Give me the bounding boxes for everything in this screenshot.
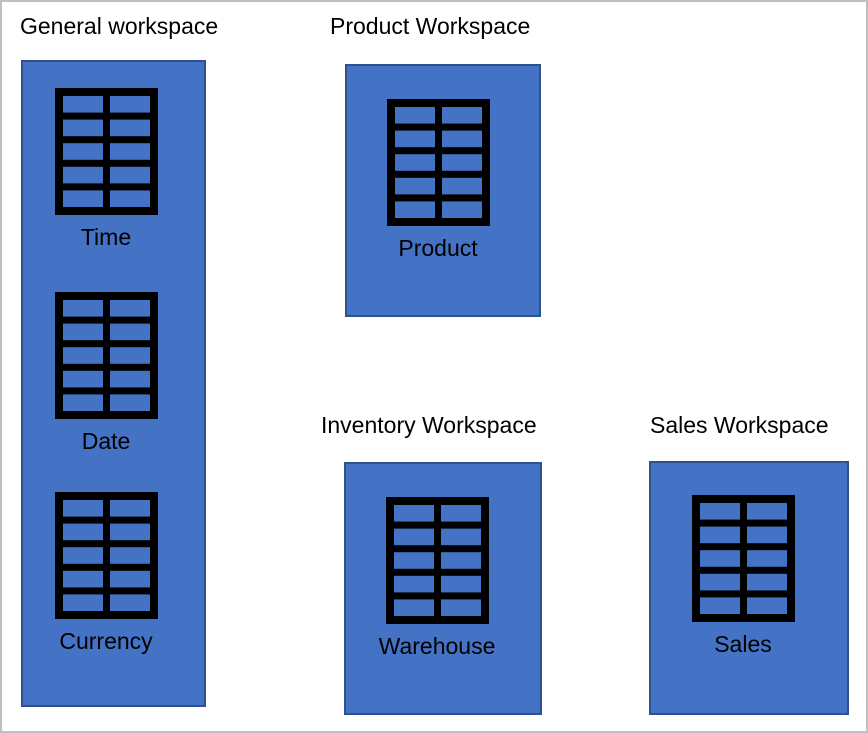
table-item-product: Product (353, 99, 523, 261)
table-icon (691, 495, 795, 622)
workspace-title-sales: Sales Workspace (650, 412, 829, 438)
table-icon (54, 292, 158, 419)
workspace-title-inventory: Inventory Workspace (321, 412, 537, 438)
table-icon (54, 88, 158, 215)
table-item-time: Time (21, 88, 191, 250)
table-icon (54, 492, 158, 619)
table-label: Time (80, 224, 132, 250)
table-item-date: Date (21, 292, 191, 454)
table-item-sales: Sales (658, 495, 828, 657)
table-label: Date (81, 428, 131, 454)
table-icon (385, 497, 489, 624)
table-icon (386, 99, 490, 226)
workspace-title-general: General workspace (20, 13, 219, 39)
table-label: Currency (59, 628, 153, 654)
table-item-warehouse: Warehouse (352, 497, 522, 659)
table-item-currency: Currency (21, 492, 191, 654)
workspace-title-product: Product Workspace (330, 13, 531, 39)
table-label: Warehouse (378, 633, 496, 659)
table-label: Product (398, 235, 478, 261)
table-label: Sales (714, 631, 772, 657)
